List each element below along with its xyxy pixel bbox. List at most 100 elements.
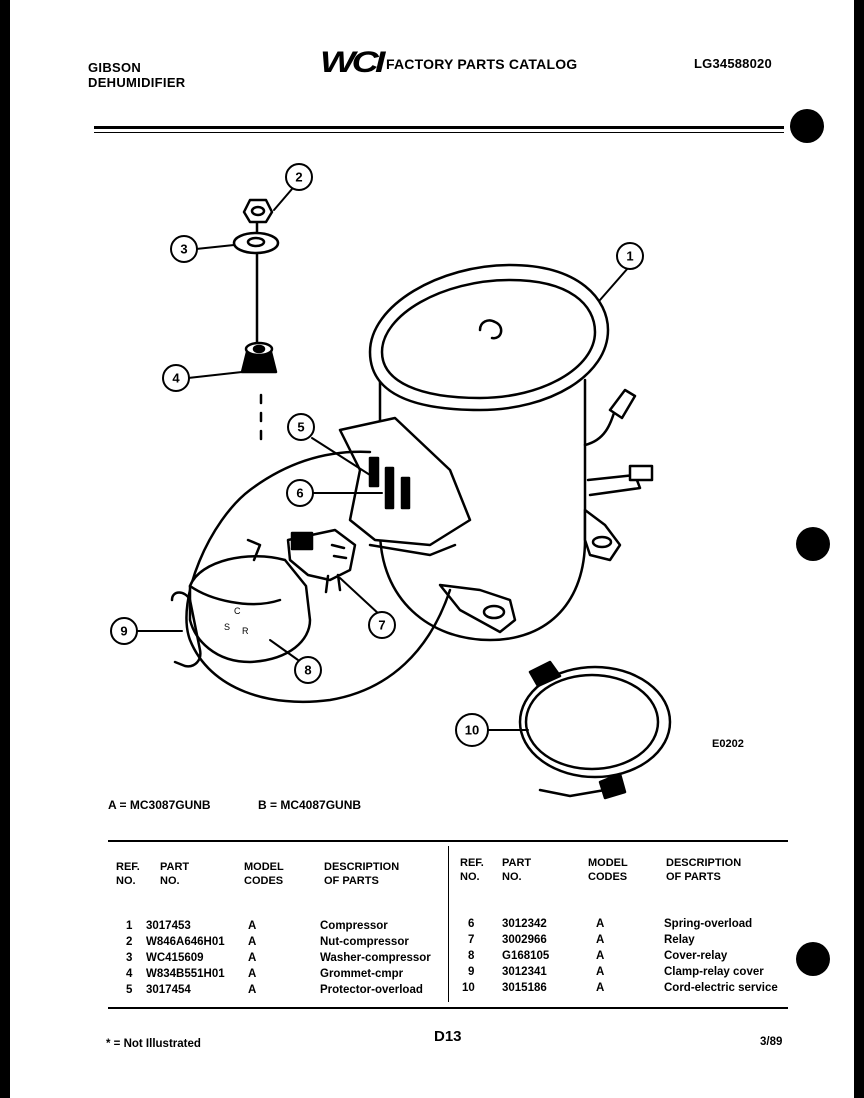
drawing-code: E0202 <box>712 738 744 750</box>
ref-no: 9 <box>468 966 475 978</box>
model-code: A <box>596 950 605 962</box>
page-number: D13 <box>434 1028 462 1045</box>
model-key-b: B = MC4087GUNB <box>258 798 362 812</box>
header-part-no-right: PART NO. <box>502 857 532 883</box>
callout-10: 10 <box>465 723 479 738</box>
header-brand-block: GIBSON DEHUMIDIFIER <box>88 60 186 90</box>
table-row: 10 3015186 A Cord-electric service <box>450 982 790 998</box>
table-row: 3 WC415609 A Washer-compressor <box>108 952 448 968</box>
header-model-codes-right: MODEL CODES <box>588 857 628 883</box>
header-model-codes: MODEL CODES <box>244 861 284 887</box>
grommet-part <box>240 341 278 374</box>
relay-part <box>286 528 357 594</box>
model-key-a: A = MC3087GUNB <box>108 798 211 812</box>
model-code: A <box>596 918 605 930</box>
table-row: 4 W834B551H01 A Grommet-cmpr <box>108 968 448 984</box>
catalog-title: FACTORY PARTS CATALOG <box>386 56 578 72</box>
detail-circle <box>185 450 452 704</box>
ref-no: 7 <box>468 934 475 946</box>
catalog-code: LG34588020 <box>694 56 772 71</box>
callout-5: 5 <box>297 420 304 435</box>
exploded-parts-diagram: C S R <box>110 163 744 800</box>
header-ref-no: REF. NO. <box>116 861 140 887</box>
washer-part <box>232 231 280 255</box>
clamp-part <box>170 538 262 668</box>
part-no: 3017454 <box>146 984 191 996</box>
part-no: 3002966 <box>502 934 547 946</box>
ref-no: 8 <box>468 950 475 962</box>
catalog-page: GIBSON DEHUMIDIFIER WCI FACTORY PARTS CA… <box>10 0 854 1098</box>
table-row: 6 3012342 A Spring-overload <box>450 918 790 934</box>
part-description: Clamp-relay cover <box>664 966 764 978</box>
header-description-right: DESCRIPTION OF PARTS <box>666 857 742 883</box>
binder-hole-top <box>790 109 824 143</box>
part-no: 3012341 <box>502 966 547 978</box>
callout-2: 2 <box>295 170 302 185</box>
callout-9: 9 <box>120 624 127 639</box>
callout-8: 8 <box>304 663 311 678</box>
part-description: Relay <box>664 934 695 946</box>
callout-6: 6 <box>296 486 303 501</box>
ref-no: 3 <box>126 952 133 964</box>
ref-no: 1 <box>126 920 133 932</box>
svg-text:C: C <box>234 606 241 616</box>
power-cord-part <box>518 660 672 800</box>
callout-4: 4 <box>172 371 180 386</box>
header-ref-no-right: REF. NO. <box>460 857 484 883</box>
part-no: 3012342 <box>502 918 547 930</box>
table-row: 5 3017454 A Protector-overload <box>108 984 448 1000</box>
part-no: W834B551H01 <box>146 968 225 980</box>
table-row: 9 3012341 A Clamp-relay cover <box>450 966 790 982</box>
part-no: 3017453 <box>146 920 191 932</box>
ref-no: 4 <box>126 968 133 980</box>
part-description: Spring-overload <box>664 918 753 930</box>
table-row: 1 3017453 A Compressor <box>108 920 448 936</box>
ref-no: 2 <box>126 936 133 948</box>
model-code: A <box>596 966 605 978</box>
callout-1: 1 <box>626 249 633 264</box>
catalog-date: 3/89 <box>760 1036 783 1048</box>
brand-name: GIBSON <box>88 60 142 75</box>
ref-no: 5 <box>126 984 133 996</box>
table-row: 7 3002966 A Relay <box>450 934 790 950</box>
part-no: 3015186 <box>502 982 547 994</box>
product-name: DEHUMIDIFIER <box>88 75 186 90</box>
binder-hole-bottom <box>796 942 830 976</box>
header-rule-thin <box>94 132 784 133</box>
ref-no: 6 <box>468 918 475 930</box>
ref-no: 10 <box>462 982 475 994</box>
wci-logo: WCI <box>320 46 385 79</box>
header-rule <box>94 126 784 129</box>
callout-circles <box>110 163 644 747</box>
model-code: A <box>248 968 257 980</box>
table-row: 2 W846A646H01 A Nut-compressor <box>108 936 448 952</box>
part-description: Nut-compressor <box>320 936 409 948</box>
part-description: Compressor <box>320 920 388 932</box>
callout-7: 7 <box>378 618 385 633</box>
svg-text:R: R <box>242 626 249 636</box>
part-description: Grommet-cmpr <box>320 968 404 980</box>
model-code: A <box>248 936 257 948</box>
model-code: A <box>248 920 257 932</box>
leader-lines <box>135 188 629 731</box>
parts-list-right: 6 3012342 A Spring-overload 7 3002966 A … <box>450 918 790 998</box>
table-bottom-rule <box>108 1007 788 1009</box>
part-description: Protector-overload <box>320 984 423 996</box>
part-no: G168105 <box>502 950 550 962</box>
relay-cover-part: C S R <box>188 554 312 664</box>
part-description: Cord-electric service <box>664 982 778 994</box>
model-code: A <box>248 952 257 964</box>
binder-hole-middle <box>796 527 830 561</box>
part-no: W846A646H01 <box>146 936 225 948</box>
part-description: Cover-relay <box>664 950 728 962</box>
model-code: A <box>596 982 605 994</box>
nut-part <box>242 198 274 224</box>
part-no: WC415609 <box>146 952 204 964</box>
table-row: 8 G168105 A Cover-relay <box>450 950 790 966</box>
part-description: Washer-compressor <box>320 952 431 964</box>
svg-text:S: S <box>224 622 230 632</box>
header-part-no: PART NO. <box>160 861 190 887</box>
not-illustrated-note: * = Not Illustrated <box>106 1038 201 1050</box>
parts-list-left: 1 3017453 A Compressor 2 W846A646H01 A N… <box>108 920 448 1000</box>
model-code: A <box>248 984 257 996</box>
